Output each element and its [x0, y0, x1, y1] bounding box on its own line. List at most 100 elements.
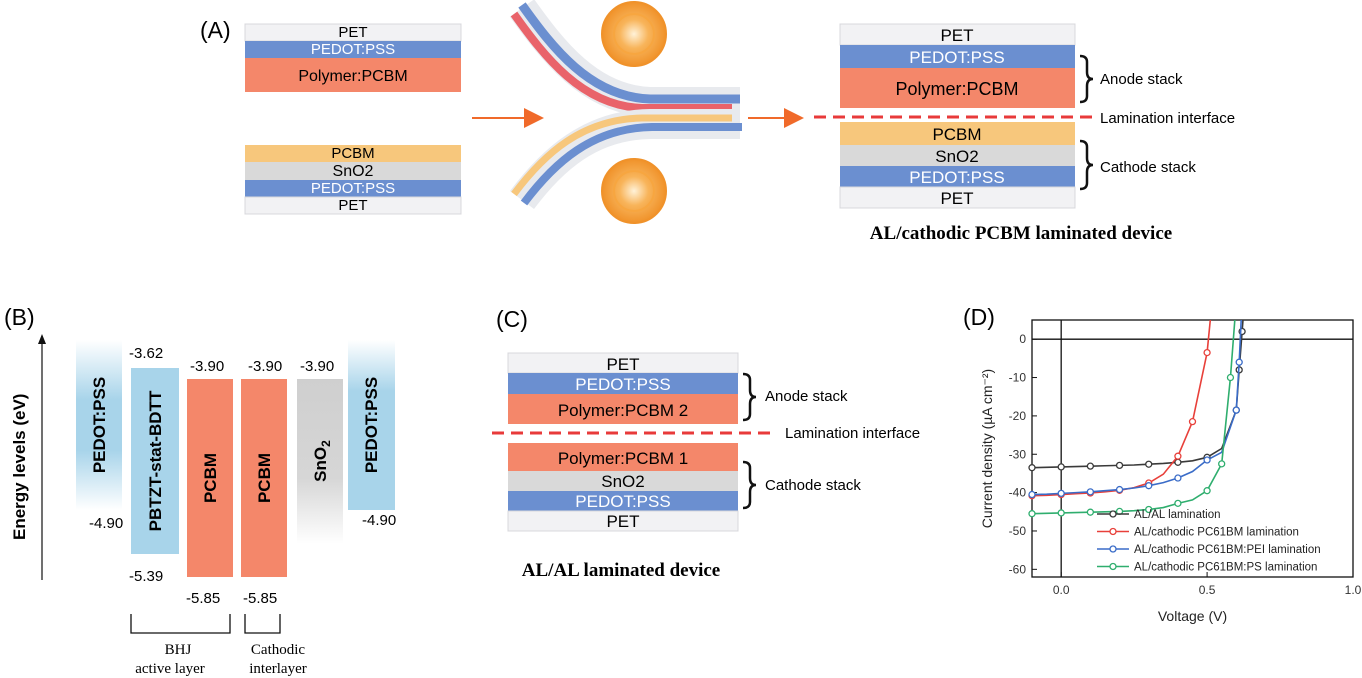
plot-frame [1031, 319, 1354, 578]
x-axis-label: Voltage (V) [1158, 608, 1227, 624]
energy-axis-label: Energy levels (eV) [10, 394, 29, 540]
data-point [1028, 490, 1036, 499]
layer-label: SnO2 [333, 163, 374, 180]
panel-a-caption: AL/cathodic PCBM laminated device [870, 223, 1172, 244]
bhj-label: BHJ [165, 642, 192, 658]
data-point [1203, 487, 1211, 495]
data-point [1115, 485, 1124, 494]
data-point [1218, 460, 1226, 468]
series-line [1032, 320, 1236, 515]
legend-entry: AL/cathodic PC61BM:PEI lamination [1134, 544, 1321, 556]
energy-level-value: -3.90 [190, 358, 224, 375]
data-point [1086, 462, 1095, 470]
axis-arrow-icon [38, 334, 46, 344]
panel-d-label: (D) [963, 304, 995, 330]
bhj-label: active layer [135, 661, 205, 677]
energy-bar-label-sno2: SnO2 [311, 440, 333, 482]
anode-stack-label: Anode stack [1100, 71, 1183, 88]
brace-icon [742, 372, 757, 422]
x-tick-label: 0.0 [1053, 583, 1070, 597]
layer-label: PET [338, 24, 367, 41]
data-point [1203, 456, 1211, 464]
y-tick-label: -20 [1009, 409, 1027, 423]
bracket-icon [244, 614, 281, 634]
legend-marker [1109, 510, 1117, 518]
panel-c-label: (C) [496, 306, 528, 332]
roller-icon [601, 158, 667, 224]
legend-entry: AL/AL lamination [1134, 509, 1221, 521]
data-point [1086, 508, 1095, 516]
data-point [1057, 509, 1065, 517]
y-tick-label: -40 [1009, 486, 1027, 500]
x-tick-label: 1.0 [1345, 583, 1362, 597]
layer-label: PEDOT:PSS [909, 48, 1004, 67]
energy-bar [241, 379, 287, 577]
data-point [1188, 417, 1197, 426]
layer-label: Polymer:PCBM [298, 68, 407, 85]
energy-bar [297, 379, 343, 544]
legend-entry: AL/cathodic PC61BM:PS lamination [1134, 562, 1317, 574]
y-tick-label: -10 [1009, 371, 1027, 385]
data-point [1086, 488, 1095, 496]
energy-bar [187, 379, 233, 577]
energy-bar [76, 340, 122, 510]
layer-label: Polymer:PCBM [895, 79, 1018, 99]
layer-label: PCBM [932, 125, 981, 144]
data-point [1235, 358, 1243, 366]
data-point [1174, 474, 1182, 482]
energy-bar-label: PBTZT-stat-BDTT [146, 390, 165, 531]
y-axis-label: Current density (µA cm⁻²) [979, 369, 995, 528]
layer-label: PEDOT:PSS [575, 375, 670, 394]
panel-a-cathode-stack-left: PCBM SnO2 PEDOT:PSS PET [244, 145, 462, 215]
data-point [1232, 406, 1240, 414]
layer-label: SnO2 [601, 472, 644, 491]
energy-level-value: -4.90 [362, 512, 396, 529]
data-point [1174, 452, 1182, 460]
layer-label: PEDOT:PSS [311, 180, 395, 197]
layer-label: PCBM [331, 145, 374, 162]
data-point [1028, 464, 1036, 472]
lamination-interface-label: Lamination interface [785, 425, 920, 442]
data-point [1145, 460, 1153, 468]
y-tick-label: -30 [1009, 447, 1027, 461]
legend-marker [1109, 562, 1117, 571]
legend-entry: AL/cathodic PC61BM lamination [1134, 527, 1299, 539]
energy-level-value: -5.39 [129, 568, 163, 585]
anode-stack-label: Anode stack [765, 388, 848, 405]
cathode-stack-label: Cathode stack [1100, 159, 1196, 176]
brace-icon [1079, 54, 1094, 104]
layer-label: SnO2 [935, 147, 978, 166]
data-point [1057, 463, 1065, 471]
energy-bar [348, 340, 395, 510]
panel-c-caption: AL/AL laminated device [522, 560, 720, 581]
lamination-interface-label: Lamination interface [1100, 110, 1235, 127]
energy-level-value: -3.90 [300, 358, 334, 375]
energy-bar-label: PEDOT:PSS [362, 377, 381, 473]
layer-label: PET [940, 26, 973, 45]
data-point [1226, 373, 1235, 382]
data-point [1057, 489, 1065, 498]
panel-b-label: (B) [4, 304, 35, 330]
y-tick-label: -60 [1009, 562, 1027, 576]
energy-bar-label: PEDOT:PSS [90, 377, 109, 473]
energy-level-value: -4.90 [89, 515, 123, 532]
cathode-stack-label: Cathode stack [765, 477, 861, 494]
data-point [1145, 505, 1153, 514]
layer-label: PEDOT:PSS [575, 492, 670, 511]
layer-label: Polymer:PCBM 1 [558, 449, 688, 468]
cathodic-interlayer-label: Cathodic [251, 642, 305, 658]
roller-icon [601, 1, 667, 67]
bracket-icon [130, 614, 231, 634]
data-point [1203, 348, 1211, 357]
energy-bar-label: PCBM [255, 453, 274, 503]
y-tick-label: -50 [1009, 524, 1027, 538]
energy-bar-label: PCBM [201, 453, 220, 503]
lamination-rollers-illustration [509, 0, 742, 224]
layer-label: PEDOT:PSS [311, 41, 395, 58]
layer-label: PEDOT:PSS [909, 168, 1004, 187]
y-tick-label: 0 [1019, 332, 1026, 346]
data-point [1145, 482, 1153, 490]
